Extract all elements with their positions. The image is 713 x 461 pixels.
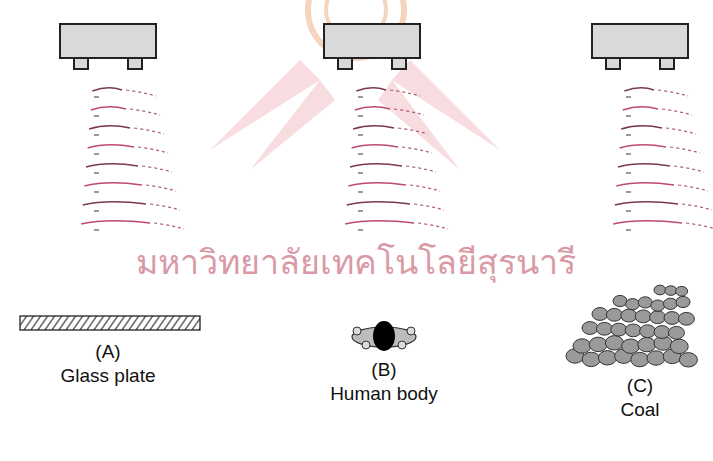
wave-dash <box>626 191 631 192</box>
wave-arc <box>356 88 386 91</box>
wave-arc <box>84 183 142 186</box>
wave-arc <box>352 145 398 148</box>
wave-dash <box>626 210 631 211</box>
wave-dash <box>94 191 99 192</box>
wave-echo <box>398 128 428 134</box>
glass-plate <box>20 316 200 330</box>
wave-echo <box>674 166 704 172</box>
wave-echo <box>402 147 432 153</box>
wave-dash <box>626 96 631 97</box>
watermark-logo <box>210 0 500 170</box>
wave-echo <box>146 185 176 191</box>
object-label: Coal <box>620 400 659 421</box>
wave-echo <box>662 109 692 115</box>
wave-echo <box>142 166 172 172</box>
wave-dash <box>626 153 631 154</box>
wave-dash <box>94 172 99 173</box>
wave-dash <box>94 229 99 230</box>
wave-arc <box>620 145 666 148</box>
wave-dash <box>358 191 363 192</box>
wave-echo <box>126 90 156 96</box>
wave-dash <box>626 134 631 135</box>
wave-arc <box>613 221 682 224</box>
wave-dash <box>358 134 363 135</box>
wave-echo <box>406 166 436 172</box>
wave-arc <box>355 107 390 110</box>
wave-echo <box>418 223 448 229</box>
wave-arc <box>92 88 122 91</box>
wave-arc <box>83 202 146 205</box>
wave-arc <box>345 221 414 224</box>
wave-echo <box>666 128 696 134</box>
wave-echo <box>410 185 440 191</box>
object-label: (B) <box>371 360 396 381</box>
wave-echo <box>686 223 713 229</box>
wave-dash <box>358 96 363 97</box>
wave-dash <box>94 210 99 211</box>
wave-arc <box>88 145 134 148</box>
wave-arc <box>89 126 130 129</box>
wave-echo <box>682 204 712 210</box>
wave-dash <box>94 115 99 116</box>
wave-dash <box>626 115 631 116</box>
wave-arc <box>616 183 674 186</box>
human-body <box>352 321 416 351</box>
wave-arc <box>624 88 654 91</box>
wave-echo <box>130 109 160 115</box>
ultrasonic-sensor <box>324 24 420 69</box>
object-label: (A) <box>95 342 120 363</box>
object-label: Human body <box>330 384 438 405</box>
wave-arc <box>615 202 678 205</box>
wave-echo <box>394 109 424 115</box>
wave-dash <box>626 172 631 173</box>
ultrasonic-sensor <box>592 24 688 69</box>
watermark: มหาวิทยาลัยเทคโนโลยีสุรนารี <box>136 244 576 281</box>
wave-echo <box>678 185 708 191</box>
wave-arc <box>353 126 394 129</box>
wave-arc <box>91 107 126 110</box>
wave-echo <box>134 128 164 134</box>
coal-pile <box>566 285 697 367</box>
wave-echo <box>150 204 180 210</box>
wave-echo <box>138 147 168 153</box>
wave-dash <box>626 229 631 230</box>
wave-echo <box>414 204 444 210</box>
wave-arc <box>347 202 410 205</box>
wave-arc <box>621 126 662 129</box>
wave-echo <box>390 90 420 96</box>
wave-dash <box>94 153 99 154</box>
wave-arc <box>348 183 406 186</box>
wave-echo <box>670 147 700 153</box>
wave-arc <box>350 164 402 167</box>
wave-arc <box>86 164 138 167</box>
wave-dash <box>358 172 363 173</box>
wave-echo <box>154 223 184 229</box>
wave-arc <box>623 107 658 110</box>
wave-arc <box>618 164 670 167</box>
wave-echo <box>658 90 688 96</box>
wave-dash <box>358 153 363 154</box>
wave-dash <box>358 115 363 116</box>
wave-dash <box>94 96 99 97</box>
wave-dash <box>358 210 363 211</box>
wave-dash <box>358 229 363 230</box>
ultrasonic-sensor <box>60 24 156 69</box>
object-label: (C) <box>627 376 653 397</box>
wave-dash <box>94 134 99 135</box>
object-label: Glass plate <box>60 366 155 387</box>
wave-arc <box>81 221 150 224</box>
